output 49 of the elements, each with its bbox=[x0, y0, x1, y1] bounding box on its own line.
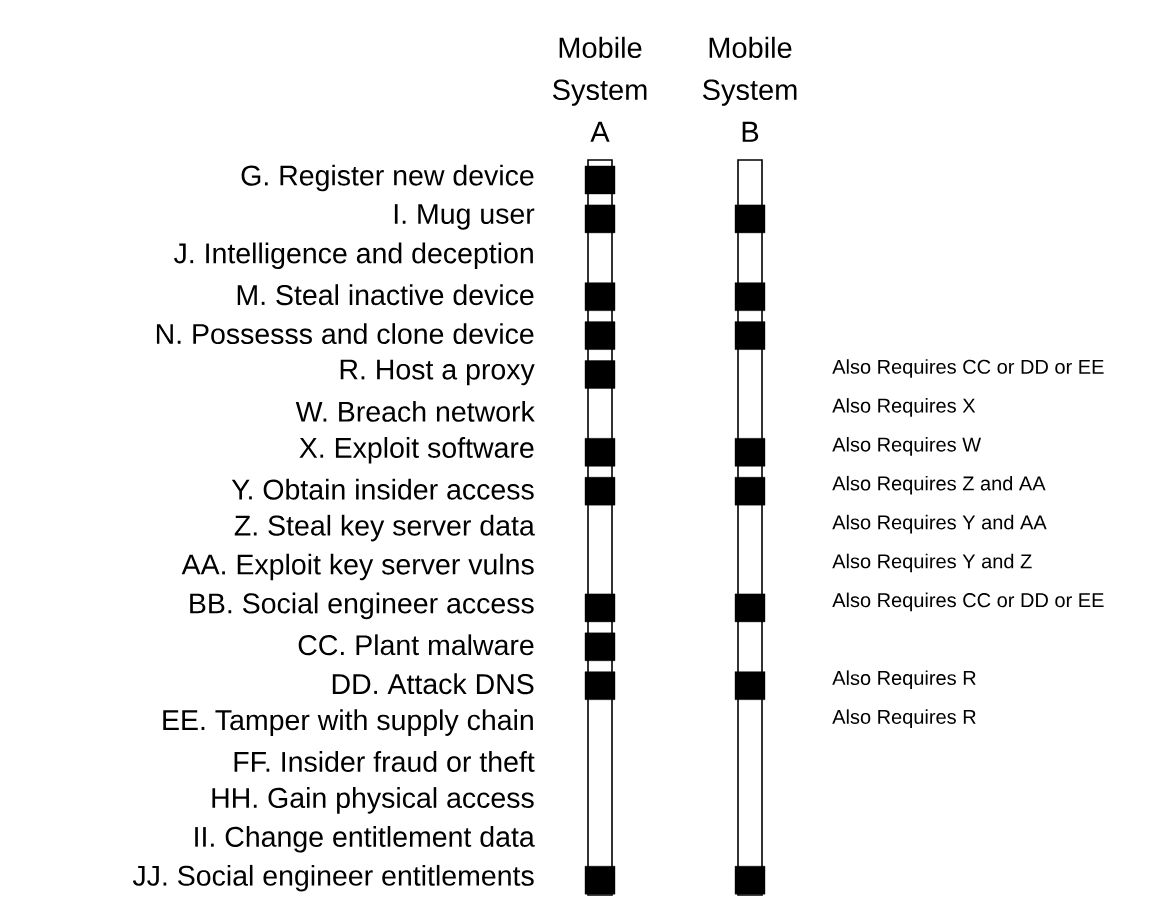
marked-block bbox=[584, 204, 616, 234]
marked-block bbox=[584, 477, 616, 506]
column-heading: Mobile System A bbox=[553, 36, 647, 142]
marked-block bbox=[584, 165, 616, 195]
marked-block bbox=[584, 360, 616, 389]
note-text: Also Requires R bbox=[832, 670, 976, 689]
note-text: Also Requires X bbox=[832, 398, 976, 417]
row-label: J. Intelligence and deception bbox=[174, 242, 533, 270]
row-label: M. Steal inactive device bbox=[237, 284, 534, 306]
row-label: N. Possesss and clone device bbox=[156, 323, 534, 345]
marked-block bbox=[584, 632, 616, 661]
row-label: CC. Plant malware bbox=[298, 634, 534, 656]
marked-block bbox=[584, 671, 616, 700]
row-label: G. Register new device bbox=[241, 164, 534, 192]
column-heading: Mobile System B bbox=[703, 36, 797, 142]
marked-block bbox=[734, 671, 766, 700]
note-text: Also Requires W bbox=[832, 437, 982, 456]
marked-block bbox=[584, 593, 616, 623]
row-label: HH. Gain physical access bbox=[212, 787, 534, 814]
note-text: Also Requires CC or DD or EE bbox=[832, 359, 1104, 378]
marked-block bbox=[584, 282, 616, 311]
marked-block bbox=[734, 593, 766, 623]
note-text: Also Requires Y and AA bbox=[832, 514, 1047, 534]
row-label: X. Exploit software bbox=[299, 437, 534, 464]
marked-block bbox=[734, 477, 766, 506]
marked-block bbox=[734, 866, 766, 895]
marked-block bbox=[734, 282, 766, 311]
row-label: Y. Obtain insider access bbox=[231, 478, 534, 500]
row-label: II. Change entitlement data bbox=[195, 826, 535, 853]
note-text: Also Requires CC or DD or EE bbox=[832, 592, 1104, 612]
row-label: W. Breach network bbox=[295, 400, 535, 422]
row-label: FF. Insider fraud or theft bbox=[234, 751, 535, 772]
note-text: Also Requires Z and AA bbox=[832, 475, 1046, 495]
row-label: R. Host a proxy bbox=[340, 359, 535, 386]
note-text: Also Requires R bbox=[832, 709, 976, 728]
marked-block bbox=[734, 321, 766, 350]
marked-block bbox=[584, 866, 616, 895]
row-label: BB. Social engineer access bbox=[190, 592, 534, 620]
note-text: Also Requires Y and Z bbox=[832, 553, 1032, 573]
marked-block bbox=[584, 438, 616, 467]
marked-block bbox=[584, 321, 616, 350]
row-label: Z. Steal key server data bbox=[234, 514, 535, 542]
row-label: AA. Exploit key server vulns bbox=[181, 553, 534, 581]
row-label: DD. Attack DNS bbox=[332, 673, 534, 695]
marked-block bbox=[734, 204, 766, 234]
row-label: JJ. Social engineer entitlements bbox=[132, 864, 534, 892]
row-label: I. Mug user bbox=[394, 204, 535, 230]
row-label: EE. Tamper with supply chain bbox=[163, 709, 533, 736]
marked-block bbox=[734, 438, 766, 467]
